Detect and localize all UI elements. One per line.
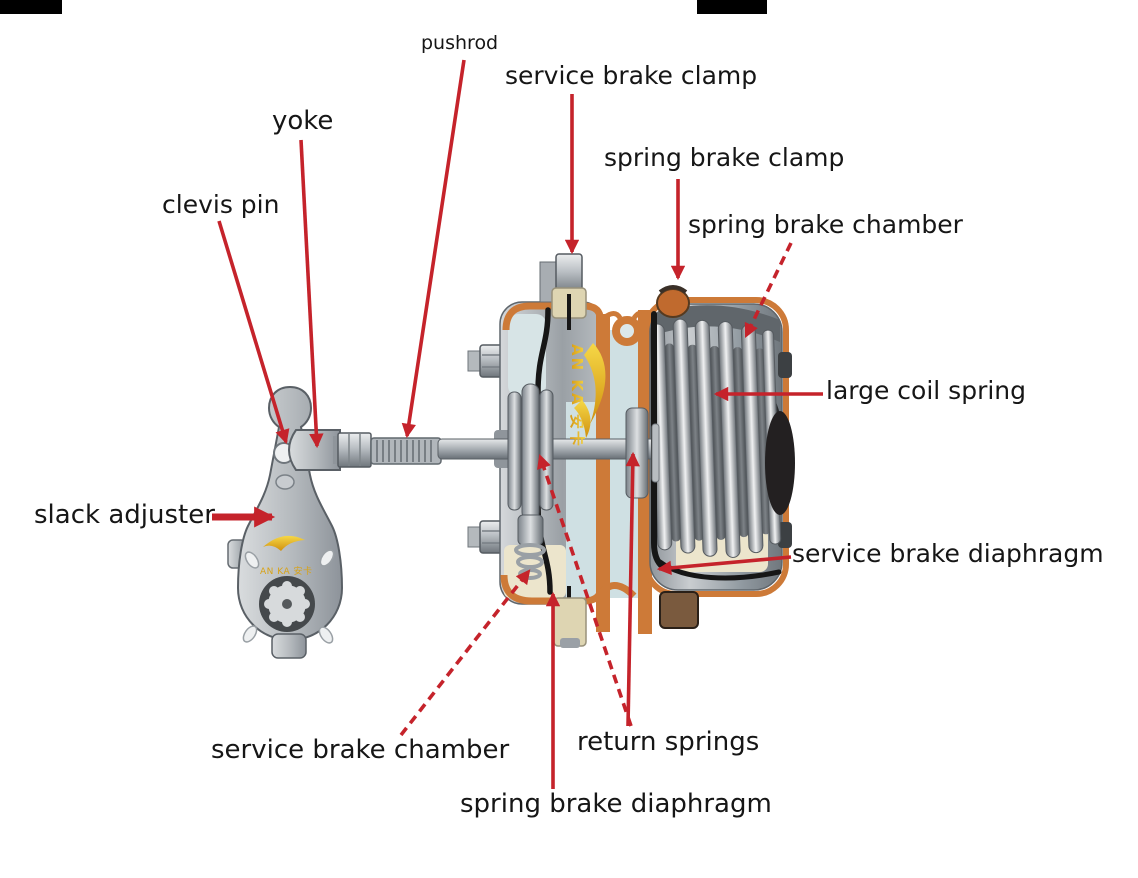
label-clevis-pin: clevis pin	[162, 190, 280, 219]
label-yoke: yoke	[272, 106, 334, 136]
label-slack-adjuster: slack adjuster	[34, 500, 215, 530]
spline-hole	[259, 576, 315, 632]
label-service-brake-chamber: service brake chamber	[211, 735, 510, 765]
label-large-coil-spring: large coil spring	[826, 376, 1027, 405]
spring-chamber-boot	[765, 411, 795, 515]
redaction-bar-right	[697, 0, 767, 14]
service-brake-clamp-graphic	[539, 253, 587, 330]
bottom-clamp-spring	[659, 591, 699, 629]
spring-brake-clamp-graphic	[656, 285, 690, 318]
pushrod-graphic	[370, 437, 442, 465]
brand-swoosh	[584, 343, 606, 424]
label-pushrod: pushrod	[421, 32, 499, 54]
brand-text-small: AN KA 安卡	[260, 565, 313, 577]
label-service-brake-clamp: service brake clamp	[505, 61, 758, 90]
label-service-brake-diaphragm: service brake diaphragm	[792, 539, 1104, 568]
brand-text: AN KA 安卡	[568, 344, 586, 448]
slack-adjuster-notches	[242, 549, 335, 644]
redaction-bar-left	[0, 0, 62, 14]
label-spring-brake-clamp: spring brake clamp	[604, 143, 845, 172]
mounting-ear-graphic	[612, 316, 642, 346]
adjuster-nut-graphic	[275, 474, 295, 490]
yoke-graphic	[288, 429, 372, 471]
rear-clamp-tab-bottom	[778, 522, 792, 548]
slack-adjuster-graphic: AN KA 安卡	[227, 385, 344, 659]
brand-swoosh-small	[263, 535, 305, 551]
yoke-locknut	[337, 432, 372, 468]
rear-clamp-tab-top	[778, 352, 792, 378]
label-return-springs: return springs	[577, 727, 760, 757]
coil-spring-graphic	[649, 318, 782, 558]
label-spring-brake-diaphragm: spring brake diaphragm	[460, 789, 772, 819]
brand-watermark: AN KA 安卡	[568, 343, 606, 448]
brand-swoosh-2	[574, 400, 591, 438]
label-spring-brake-chamber: spring brake chamber	[688, 210, 963, 239]
slack-adjuster-tab	[271, 633, 307, 659]
